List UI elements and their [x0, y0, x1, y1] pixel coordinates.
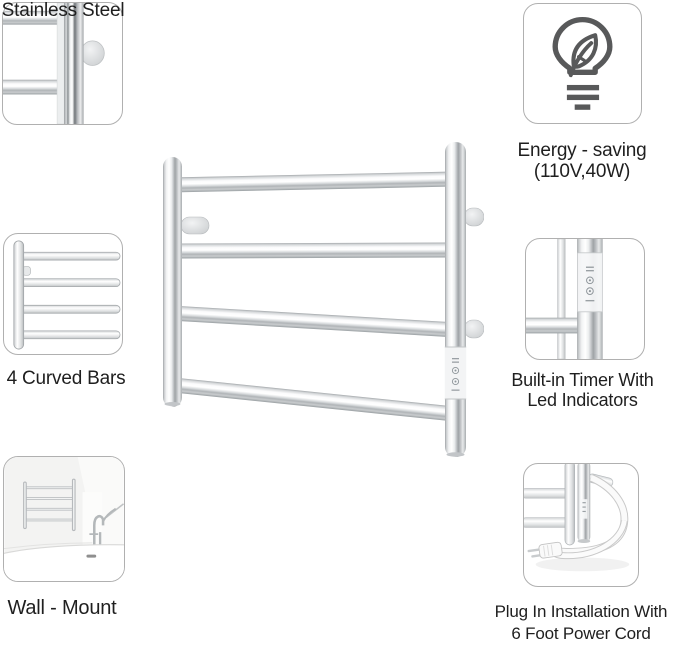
timer-led-indicators: [585, 266, 595, 302]
power-cord-illustration: [524, 464, 630, 572]
feature-label-line: Built-in Timer With: [511, 370, 654, 390]
feature-label-wall-mount: Wall - Mount: [7, 597, 117, 619]
mounted-towel-warmer: [23, 478, 76, 532]
timer-panel-marks: [580, 499, 588, 519]
side-view-rack-illustration: [13, 240, 121, 350]
towel-bar: [173, 378, 456, 421]
towel-warmer-illustration: [163, 142, 484, 457]
plug-in-thumbnail: [523, 463, 639, 587]
feature-label-line: Led Indicators: [527, 390, 638, 410]
feature-label-energy-saving: Energy - saving (110V,40W): [508, 140, 656, 182]
bathtub: [4, 544, 124, 581]
tub-overflow-drain: [86, 554, 97, 558]
timer-control-panel: [444, 346, 467, 400]
wall-peg: [463, 319, 484, 339]
feature-label-line: (110V,40W): [533, 161, 631, 182]
stainless-steel-thumbnail: [2, 2, 123, 125]
towel-bar: [173, 306, 456, 337]
towel-bar: [173, 171, 456, 193]
curved-bars-thumbnail: [3, 233, 123, 355]
towel-bar: [173, 242, 457, 259]
feature-label-line: 6 Foot Power Cord: [511, 624, 651, 643]
feature-label-timer: Built-in Timer With Led Indicators: [500, 370, 665, 410]
feature-label-line: Energy - saving: [517, 140, 647, 161]
wall-peg: [463, 207, 484, 227]
towel-warmer-product-image: [152, 130, 484, 464]
timer-thumbnail: [525, 238, 645, 360]
left-post: [163, 157, 182, 407]
stainless-steel-closeup-illustration: [3, 3, 105, 124]
feature-label-line: Plug In Installation With: [494, 602, 668, 621]
right-post: [445, 142, 466, 457]
wall-peg: [180, 216, 210, 235]
feature-label-curved-bars: 4 Curved Bars: [6, 368, 126, 389]
energy-saving-thumbnail: [523, 3, 642, 124]
lightbulb-leaf-icon: [552, 16, 613, 110]
power-plug: [527, 541, 563, 559]
bathroom-scene-illustration: [4, 457, 124, 581]
wall-mount-thumbnail: [3, 456, 125, 582]
feature-label-plug-in: Plug In Installation With 6 Foot Power C…: [487, 601, 675, 645]
timer-closeup-illustration: [526, 239, 603, 359]
wall-peg: [80, 40, 105, 66]
feature-label-stainless-steel: Stainless Steel: [1, 0, 125, 21]
